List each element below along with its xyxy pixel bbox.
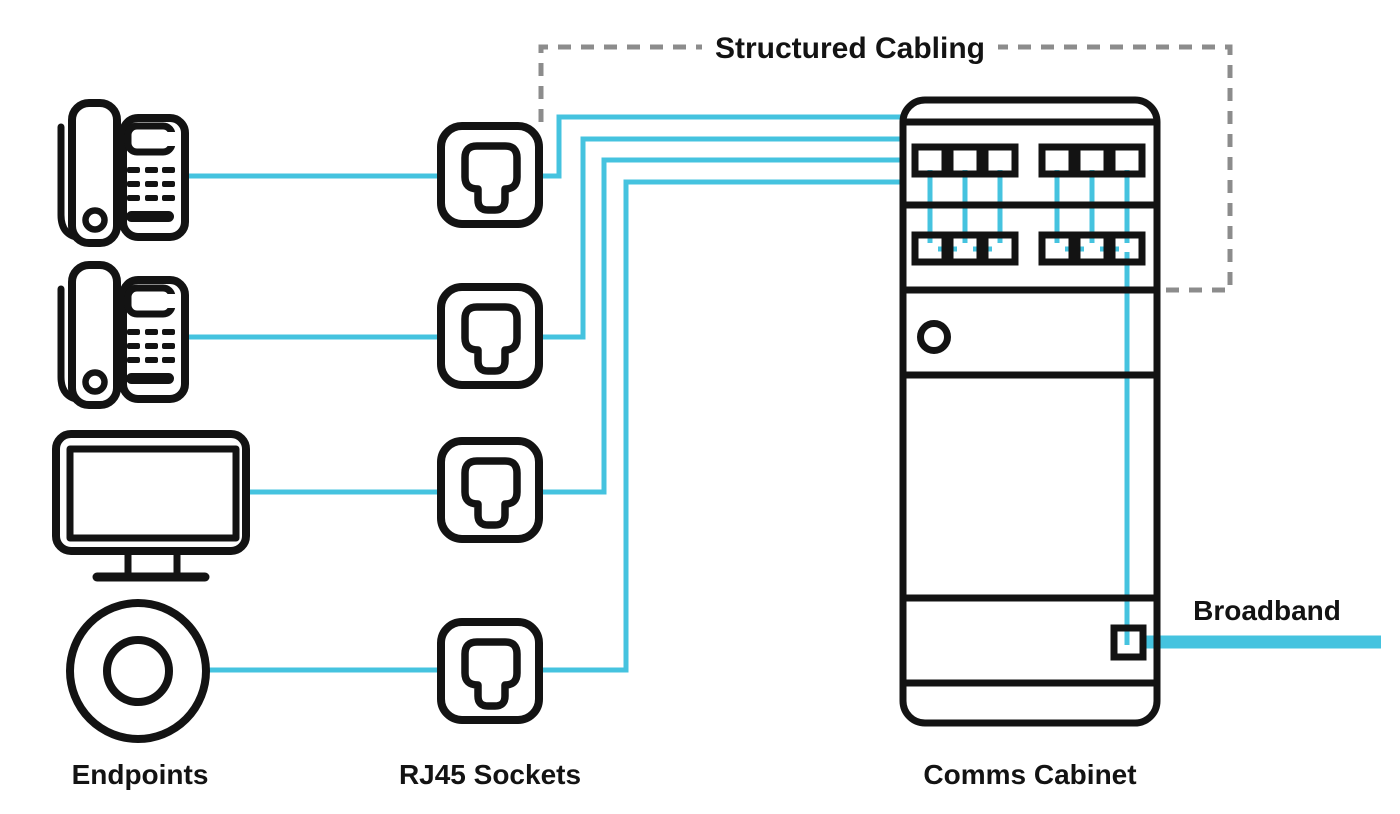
cabinet-outline [899,96,1161,727]
monitor-stand [124,551,181,575]
cabinet-body [903,100,1157,723]
comms-cabinet [899,96,1161,727]
cable-socket3-cabinet [542,157,906,495]
patch-port [946,143,984,178]
cable-socket1-cabinet [542,114,906,179]
patch-port [911,231,949,266]
broadband-label: Broadband [1193,595,1341,626]
round-device-inner [103,636,173,706]
cable-socket2-cabinet [542,136,906,340]
patch-panel-top [911,143,1146,178]
rj45-socket-icon [441,622,539,720]
desk-phone-icon [61,103,185,243]
dashed-boundary-line [538,44,1233,293]
cabinet-indicator-circle [917,320,951,354]
patch-port [1038,143,1076,178]
label-backdrop [702,28,998,66]
structured-cabling-boundary: Structured Cabling [538,28,1233,293]
patch-port [946,231,984,266]
rj45-socket-icon [441,126,539,224]
patch-port [1108,143,1146,178]
comms-cabinet-label: Comms Cabinet [923,759,1136,790]
monitor-icon [52,430,250,582]
patch-port [1038,231,1076,266]
rj45-socket-icon [441,287,539,385]
rj45-socket-icon [441,441,539,539]
cable-socket4-cabinet [543,179,906,673]
patch-port [981,231,1019,266]
patch-panel-bottom [911,231,1146,266]
broadband-port [1110,624,1147,661]
monitor-screen [66,445,240,542]
patch-port [981,143,1019,178]
patch-port [911,143,949,178]
patch-port [1073,231,1111,266]
patch-port [1108,231,1146,266]
cables [186,114,1381,673]
monitor-frame [52,430,250,555]
patch-port [1073,143,1111,178]
rj45-sockets-label: RJ45 Sockets [399,759,581,790]
desk-phone-icon [61,265,185,405]
structured-cabling-label: Structured Cabling [715,32,985,65]
round-device-icon [66,599,210,743]
endpoints-label: Endpoints [72,759,209,790]
cabinet-shelf-lines [903,118,1157,687]
